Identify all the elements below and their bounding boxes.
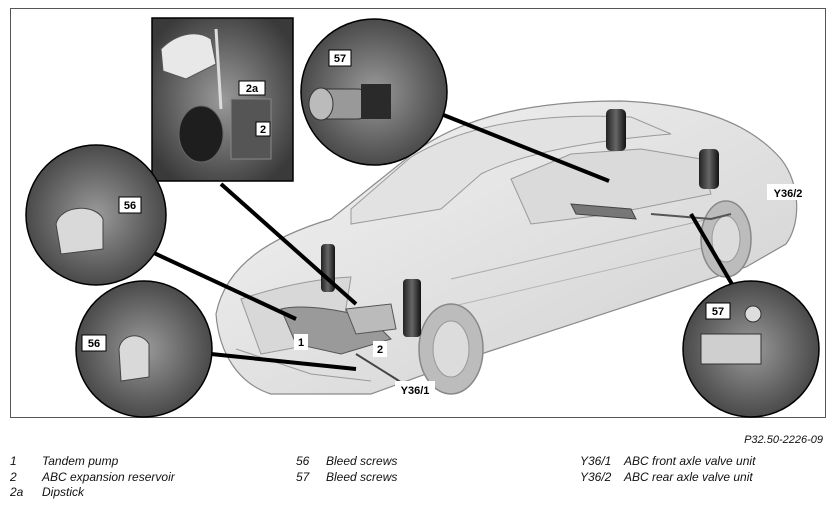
callout-2a: 2a <box>246 83 259 95</box>
leader-lines <box>140 112 738 371</box>
leader-56-bottom <box>210 352 357 371</box>
legend-label: Bleed screws <box>326 469 398 484</box>
legend-item: 2a Dipstick <box>10 485 175 501</box>
legend-code: 1 <box>10 454 17 468</box>
legend-label: Bleed screws <box>326 454 398 468</box>
leader-57-top <box>440 112 610 183</box>
inset-bleed-screw-56-left: 56 <box>25 144 167 286</box>
rear-strut-right <box>699 149 719 189</box>
callout-57-top: 57 <box>334 53 346 65</box>
legend-item: Y36/2 ABC rear axle valve unit <box>580 470 755 486</box>
legend-item: Y36/1 ABC front axle valve unit <box>580 454 755 470</box>
callout-1: 1 <box>298 337 304 349</box>
callout-2: 2 <box>377 344 383 356</box>
inset-bleed-screw-57-right: 57 <box>682 280 820 418</box>
legend-item: 2 ABC expansion reservoir <box>10 470 175 486</box>
legend-item: 56 Bleed screws <box>296 454 397 470</box>
legend-item: 57 Bleed screws <box>296 470 397 486</box>
legend-label: Dipstick <box>42 485 85 499</box>
callout-56-left: 56 <box>124 200 136 212</box>
car-illustration: 2a 2 57 56 56 <box>25 17 820 418</box>
callout-56-bottom: 56 <box>88 338 100 350</box>
diagram-frame: 2a 2 57 56 56 <box>10 8 826 418</box>
legend-item: 1 Tandem pump <box>10 454 175 470</box>
figure-id: P32.50-2226-09 <box>744 434 823 446</box>
legend-label: ABC front axle valve unit <box>624 454 756 468</box>
legend-code: 56 <box>296 454 310 468</box>
legend-code: Y36/2 <box>580 469 612 484</box>
callout-57-right: 57 <box>712 306 724 318</box>
legend-label: ABC rear axle valve unit <box>624 469 753 484</box>
leader-56-left <box>140 245 297 321</box>
legend-code: 2 <box>10 469 17 484</box>
legend-label: Tandem pump <box>42 454 119 468</box>
legend-column-1: 1 Tandem pump 2 ABC expansion reservoir 2a… <box>10 454 175 501</box>
legend-label: ABC expansion reservoir <box>42 469 175 484</box>
leader-57-right <box>689 212 738 293</box>
callout-y36-2: Y36/2 <box>774 188 803 200</box>
car-callouts: 1 2 Y36/1 Y36/2 <box>294 184 809 397</box>
legend-code: 2a <box>10 485 24 499</box>
callout-y36-1: Y36/1 <box>401 385 430 397</box>
legend-column-3: Y36/1 ABC front axle valve unit Y36/2 ABC … <box>580 454 755 485</box>
leader-2a <box>219 182 358 306</box>
inset-reservoir: 2a 2 <box>151 17 294 182</box>
callout-2-inset: 2 <box>260 124 266 136</box>
rear-strut-left <box>606 109 626 151</box>
inset-bleed-screw-57-top: 57 <box>300 18 448 166</box>
expansion-reservoir <box>345 303 397 335</box>
inset-bleed-screw-56-bottom: 56 <box>75 280 213 418</box>
legend-code: 57 <box>296 469 310 484</box>
legend-code: Y36/1 <box>580 454 612 468</box>
front-strut-right <box>403 279 421 337</box>
